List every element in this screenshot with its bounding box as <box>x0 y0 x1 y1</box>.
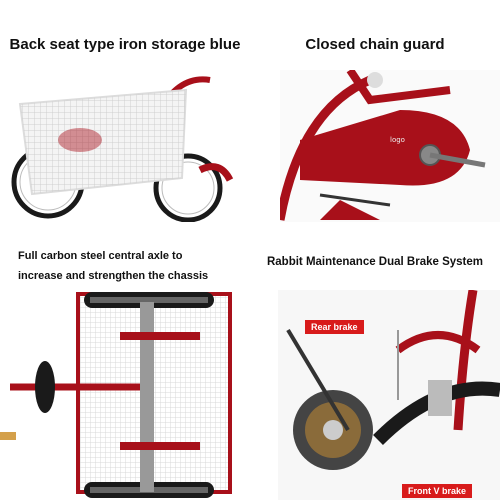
caption-chain-guard: Closed chain guard <box>305 36 445 53</box>
caption-storage-basket: Back seat type iron storage blue <box>9 36 241 53</box>
photo-chain-guard: logo <box>280 70 500 222</box>
caption-central-axle-line1: Full carbon steel central axle to <box>18 250 183 262</box>
front-brake-label: Front V brake <box>402 484 473 498</box>
photo-central-axle <box>0 292 250 500</box>
photo-rear-basket <box>10 70 240 222</box>
caption-central-axle: Full carbon steel central axle to increa… <box>18 246 250 286</box>
chain-guard <box>300 110 470 186</box>
central-axle <box>140 302 154 492</box>
caption-central-axle-line2: increase and strengthen the chassis <box>18 270 209 282</box>
rear-brake-label: Rear brake <box>305 320 364 334</box>
right-rear-wheel <box>153 153 223 222</box>
svg-text:logo: logo <box>390 136 405 144</box>
caption-dual-brake: Rabbit Maintenance Dual Brake System <box>266 256 483 268</box>
v-brake <box>428 380 452 416</box>
